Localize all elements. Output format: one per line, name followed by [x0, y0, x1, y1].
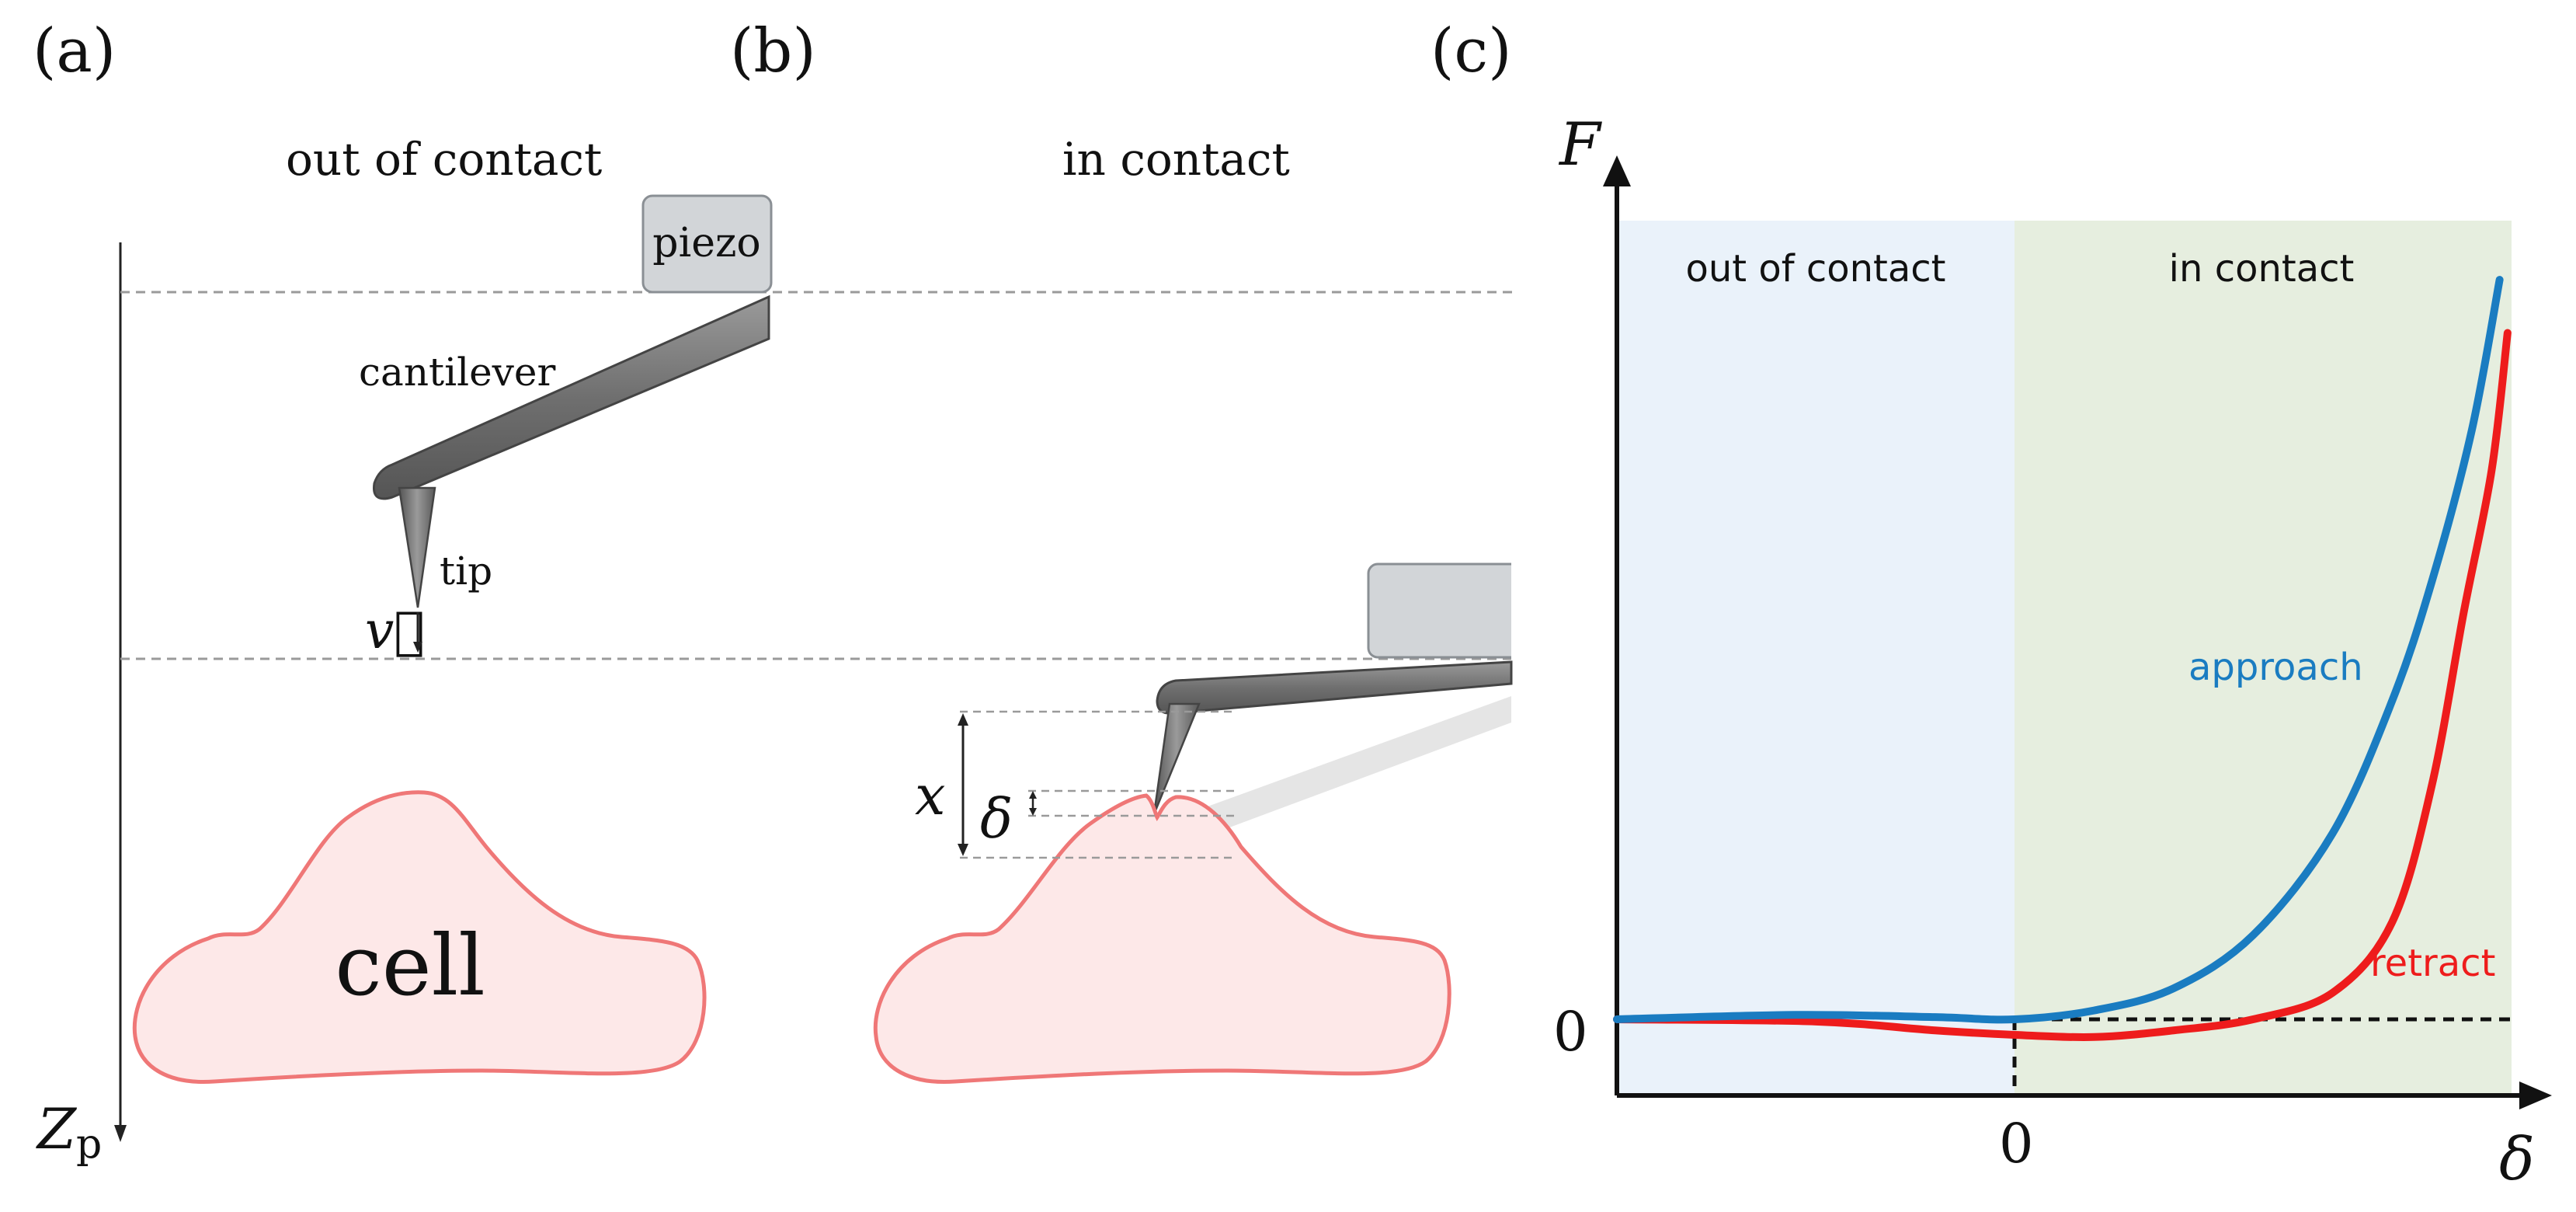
- panel-b-title: in contact: [1062, 133, 1290, 186]
- panel-c: (c) out of contact in contact F δ 0 0 ap…: [1431, 16, 2552, 1193]
- x-axis-arrowhead: [2519, 1081, 2552, 1109]
- cell-a: [132, 790, 707, 1084]
- y-axis-arrowhead: [1603, 155, 1631, 186]
- region-out-of-contact: [1617, 221, 2015, 1095]
- x-label: x: [915, 764, 945, 827]
- cantilever-a: [372, 294, 770, 500]
- panel-b-label: (b): [730, 16, 816, 86]
- panel-b: (b) in contact x δ: [730, 16, 1542, 1084]
- tip-b: [1152, 702, 1201, 815]
- cantilever-label: cantilever: [359, 350, 556, 395]
- delta-label: δ: [980, 787, 1013, 851]
- curves-group: [1613, 276, 2512, 1042]
- retract-curve: [1613, 329, 2512, 1042]
- x-axis-label: δ: [2499, 1124, 2535, 1193]
- cell-label: cell: [335, 918, 485, 1015]
- piezo-block-b: [1367, 562, 1533, 659]
- panel-c-label: (c): [1431, 16, 1512, 86]
- velocity-arrowhead: [413, 642, 422, 653]
- zp-axis-arrowhead: [114, 1125, 127, 1142]
- panel-a-title: out of contact: [286, 133, 602, 186]
- x-arrow-bottom: [958, 844, 968, 856]
- velocity-label: v⃗: [365, 601, 425, 660]
- ghost-cantilever: [1142, 696, 1511, 854]
- zp-axis-label: Zp: [36, 1096, 102, 1168]
- y-axis-label: F: [1558, 110, 1602, 179]
- region-in-label: in contact: [2169, 247, 2355, 291]
- x-arrow-top: [958, 713, 968, 726]
- delta-arrow-top: [1029, 791, 1037, 799]
- panel-b-crop: [1511, 544, 1542, 699]
- cantilever-b: [1156, 660, 1513, 715]
- region-out-label: out of contact: [1685, 247, 1945, 291]
- piezo-label: piezo: [652, 220, 760, 266]
- panel-a: (a) out of contact Zp piezo cantilever t…: [33, 16, 1514, 1168]
- retract-label: retract: [2370, 942, 2495, 985]
- y-zero-label: 0: [1553, 1000, 1588, 1064]
- piezo-block-a: [641, 194, 773, 294]
- panel-a-label: (a): [33, 16, 116, 86]
- region-in-contact: [2015, 221, 2512, 1095]
- delta-arrow-bottom: [1029, 808, 1037, 816]
- x-zero-label: 0: [1999, 1112, 2034, 1175]
- approach-label: approach: [2188, 646, 2363, 689]
- tip-label: tip: [440, 549, 492, 594]
- cell-b: [873, 793, 1451, 1084]
- approach-curve: [1613, 276, 2504, 1024]
- tip-a: [398, 486, 436, 608]
